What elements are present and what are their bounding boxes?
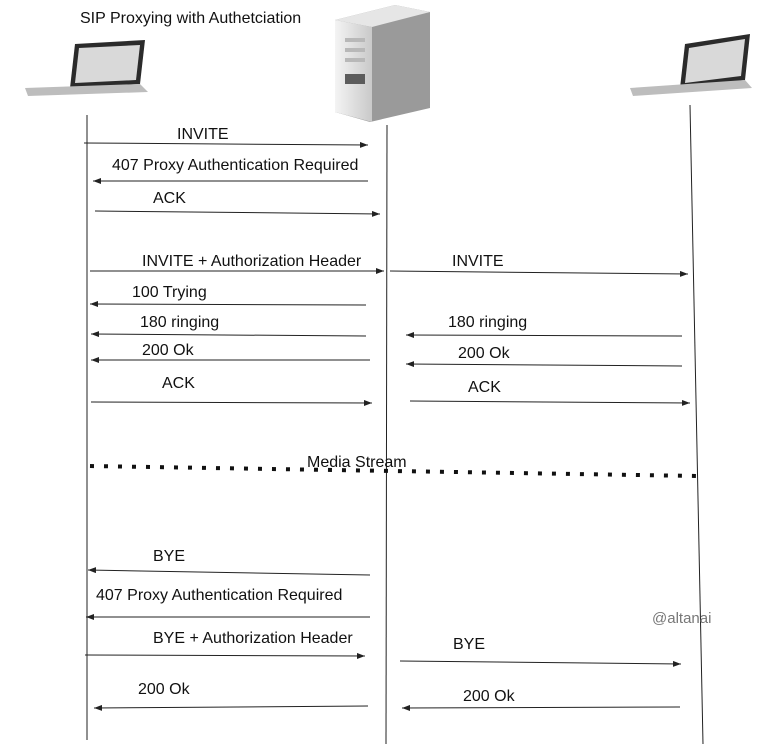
- message-arrow: [90, 331, 367, 338]
- message-arrow: [87, 567, 371, 576]
- message-label: 407 Proxy Authentication Required: [96, 587, 343, 604]
- message-arrow: [89, 301, 367, 308]
- message-label: 180 ringing: [448, 314, 528, 331]
- diagram-title: SIP Proxying with Authetciation: [80, 10, 302, 27]
- media-stream-label: Media Stream: [307, 454, 407, 471]
- message-arrow: [84, 652, 366, 659]
- message-arrow: [93, 704, 369, 711]
- message-label: 180 ringing: [140, 314, 220, 331]
- message-label: INVITE: [177, 126, 229, 143]
- message-arrow: [83, 141, 369, 148]
- watermark: @altanai: [652, 610, 712, 627]
- message-label: 100 Trying: [132, 284, 207, 301]
- message-label: 200 Ok: [458, 345, 510, 362]
- message-label: BYE: [453, 636, 486, 653]
- message-arrow: [389, 270, 689, 277]
- message-arrow: [401, 704, 681, 711]
- message-label: ACK: [153, 190, 186, 207]
- lifeline-callee: [689, 104, 704, 744]
- message-label: 407 Proxy Authentication Required: [112, 157, 359, 174]
- message-arrow: [399, 660, 682, 667]
- message-arrow: [409, 399, 691, 406]
- message-arrow: [405, 361, 683, 368]
- media-stream-line: [89, 464, 698, 478]
- message-label: INVITE + Authorization Header: [142, 253, 362, 270]
- message-label: BYE: [153, 548, 186, 565]
- message-arrow: [90, 399, 373, 406]
- message-label: BYE + Authorization Header: [153, 630, 353, 647]
- message-label: 200 Ok: [138, 681, 190, 698]
- lifeline-proxy: [385, 124, 388, 744]
- server-icon: [335, 5, 430, 122]
- message-label: INVITE: [452, 253, 504, 270]
- message-arrow: [94, 210, 381, 217]
- message-label: ACK: [162, 375, 195, 392]
- message-label: 200 Ok: [142, 342, 194, 359]
- message-label: 200 Ok: [463, 688, 515, 705]
- message-label: ACK: [468, 379, 501, 396]
- laptop-icon: [630, 34, 752, 96]
- message-arrow: [405, 332, 683, 339]
- laptop-icon: [25, 40, 148, 96]
